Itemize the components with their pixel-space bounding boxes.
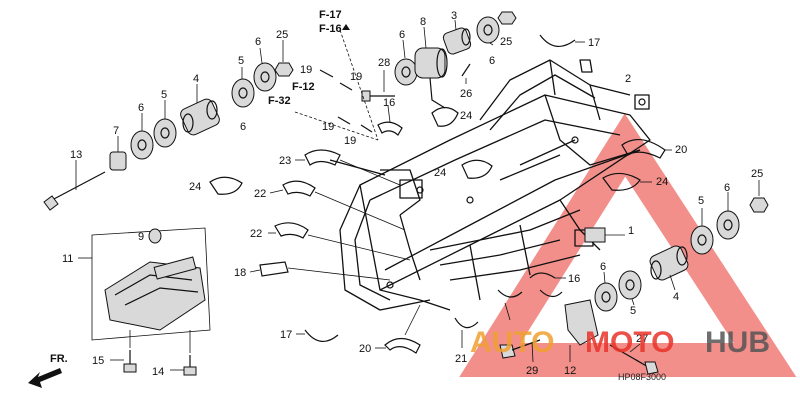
grommet-9 [148,228,162,244]
callout: 26 [460,88,472,100]
callout: 6 [399,29,405,41]
callout: 5 [698,195,704,207]
callout: 8 [420,16,426,28]
callout: 11 [62,253,73,265]
callout: 19 [300,64,312,76]
callout: 16 [568,273,580,285]
callout: 27 [636,333,648,345]
callout: 15 [92,355,104,367]
callout: 6 [724,182,730,194]
right-engine-mount-stack [499,180,769,375]
callout: 14 [152,366,164,378]
callout: 24 [656,176,668,188]
callout: 24 [434,167,446,179]
callout: 2 [625,73,631,85]
callout: 19 [322,121,334,133]
callout: 6 [489,55,495,67]
callout: 23 [279,155,291,167]
callout: 5 [161,89,167,101]
callout: 17 [588,37,600,49]
callout: 5 [238,55,244,67]
reference-labels: F-17 F-16 F-12 F-32 [268,9,350,107]
diagram-code: HP08F3000 [618,372,666,382]
callout: 13 [70,149,82,161]
callout: 29 [526,365,538,377]
washer-6-left [130,130,154,160]
callout: 19 [350,71,362,83]
callout: 1 [628,225,634,237]
mount-4-left [180,98,220,136]
callout: 17 [280,329,292,341]
mount-3 [442,27,472,55]
washer-6-top [253,62,277,92]
front-direction-indicator: FR. [28,353,68,388]
callout: 21 [455,353,467,365]
callout-numbers: 1 2 3 4 4 5 5 5 5 6 6 6 6 6 6 6 7 8 9 11… [62,10,763,378]
watermark-moto: MOTO [585,326,674,359]
nut-25-left [274,62,294,77]
callout: 6 [240,121,246,133]
bushing-8 [414,47,448,109]
mount-4-right [649,245,689,281]
watermark-logo [459,113,797,377]
callout: 24 [460,110,472,122]
callout: 25 [751,168,763,180]
center-top-hardware [294,11,517,141]
frame-body [329,59,651,311]
callout: 6 [600,261,606,273]
ref-f17: F-17 [319,9,342,21]
callout: 25 [276,29,288,41]
rubber-5-left [153,118,177,148]
left-engine-mount-stack [43,40,294,211]
callout: 24 [189,181,201,193]
watermark-text: AUTO MOTO HUB [470,326,770,359]
watermark-hub: HUB [705,326,770,359]
callout: 4 [673,291,679,303]
clamps-and-bands [209,34,672,354]
watermark-auto: AUTO [470,326,554,359]
ref-f16: F-16 [319,23,342,35]
long-bolt-13 [43,171,106,211]
callout: 28 [378,57,390,69]
callout: 19 [344,135,356,147]
ref-f12: F-12 [292,81,315,93]
callout: 25 [500,36,512,48]
callout: 12 [564,365,576,377]
skid-plate-assembly [78,227,211,376]
callout: 3 [451,10,457,22]
callout: 9 [138,231,144,243]
collar-7 [109,151,127,171]
ref-f32: F-32 [268,95,291,107]
callout: 16 [383,97,395,109]
callout: 22 [250,228,262,240]
front-arrow-label: FR. [50,353,68,365]
callout: 4 [193,73,199,85]
front-arrow-icon [28,368,62,388]
watermark-triangle [459,113,797,377]
callout: 5 [630,305,636,317]
callout: 7 [113,125,119,137]
rubber-5-mid [231,78,255,108]
callout: 6 [255,36,261,48]
callout: 22 [254,188,266,200]
callout: 20 [359,343,371,355]
callout: 18 [234,267,246,279]
callout: 20 [675,144,687,156]
callout: 6 [138,102,144,114]
